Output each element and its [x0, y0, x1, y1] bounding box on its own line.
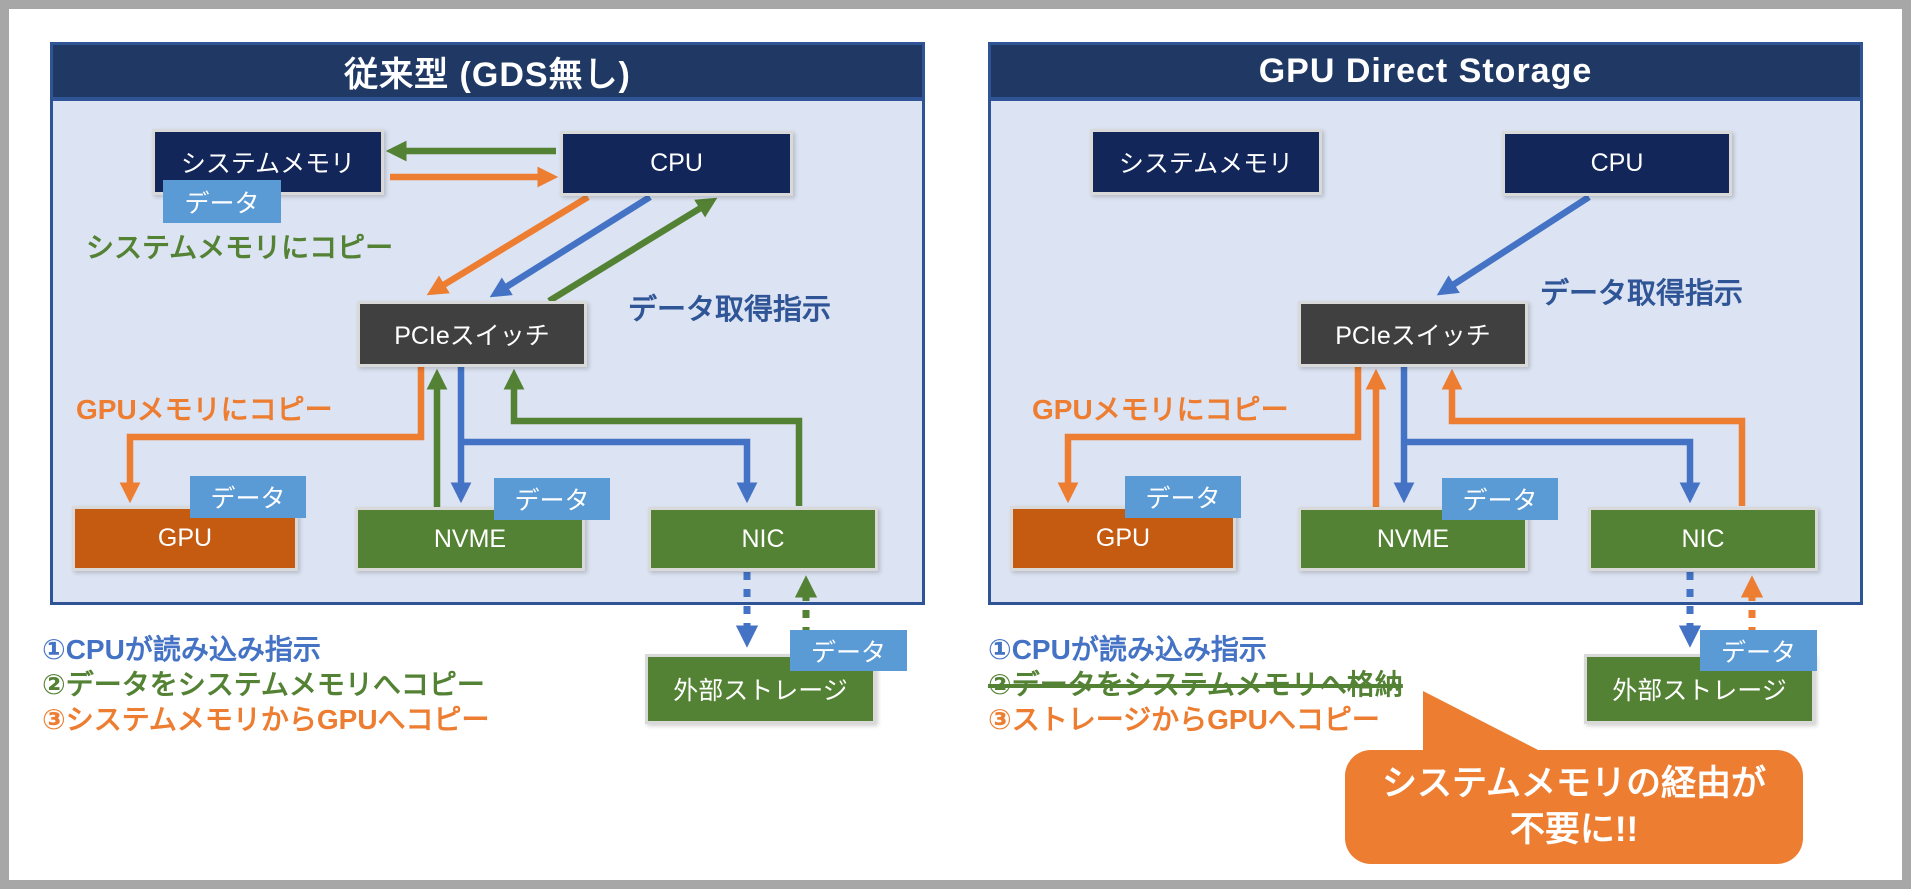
- box-system-memory-right: システムメモリ: [1090, 129, 1322, 195]
- arrow-nic-to-switch-green: [503, 368, 803, 506]
- label-copy-to-gpu-memory-left: GPUメモリにコピー: [76, 394, 333, 425]
- arrow-cpu-to-switch-orange: [426, 194, 590, 296]
- label-data-fetch-instruction-left: データ取得指示: [628, 294, 832, 326]
- panel-gds-title: GPU Direct Storage: [991, 45, 1860, 101]
- arrow-switch-to-gpu-orange: [119, 366, 425, 504]
- note-step1-left: ①CPUが読み込み指示: [42, 634, 321, 665]
- label-copy-to-system-memory: システムメモリにコピー: [86, 232, 394, 263]
- arrow-switch-to-nic-blue-gds: [1404, 438, 1701, 504]
- data-chip: データ: [790, 630, 907, 671]
- box-pcie-switch-right: PCIeスイッチ: [1298, 301, 1528, 367]
- box-external-storage-right: 外部ストレージ: [1584, 654, 1815, 724]
- callout-line1: システムメモリの経由が: [1382, 764, 1766, 803]
- note-step3-left: ③システムメモリからGPUへコピー: [42, 704, 490, 735]
- data-chip: データ: [1700, 630, 1817, 671]
- note-step1-right: ①CPUが読み込み指示: [988, 634, 1267, 665]
- box-cpu-left: CPU: [560, 131, 793, 196]
- data-chip: データ: [1125, 476, 1241, 518]
- note-step2-right-strikethrough: ②データをシステムメモリへ格納: [988, 669, 1403, 700]
- callout-no-system-memory: システムメモリの経由が 不要に!!: [1345, 750, 1803, 864]
- box-pcie-switch-left: PCIeスイッチ: [357, 301, 587, 367]
- arrow-cpu-to-switch-blue: [489, 194, 652, 298]
- note-step2-left: ②データをシステムメモリへコピー: [42, 669, 485, 700]
- arrow-switch-to-cpu-green: [547, 197, 718, 304]
- arrow-cpu-to-switch-blue-gds: [1436, 194, 1591, 296]
- box-nic-left: NIC: [648, 507, 878, 571]
- callout-line2: 不要に!!: [1509, 810, 1639, 849]
- label-data-fetch-instruction-right: データ取得指示: [1540, 278, 1744, 310]
- data-chip: データ: [1442, 478, 1558, 520]
- arrow-switch-to-nic-blue: [461, 438, 758, 504]
- note-step3-right: ③ストレージからGPUへコピー: [988, 704, 1380, 735]
- data-chip: データ: [190, 476, 306, 518]
- label-copy-to-gpu-memory-right: GPUメモリにコピー: [1032, 394, 1289, 425]
- box-cpu-right: CPU: [1502, 131, 1732, 196]
- data-chip: データ: [494, 478, 610, 520]
- box-nic-right: NIC: [1588, 507, 1818, 571]
- arrow-switch-to-gpu-orange-gds: [1057, 366, 1362, 504]
- panel-traditional-title: 従来型 (GDS無し): [53, 45, 922, 101]
- arrow-nic-to-switch-orange-gds: [1441, 368, 1746, 506]
- data-chip: データ: [163, 180, 281, 223]
